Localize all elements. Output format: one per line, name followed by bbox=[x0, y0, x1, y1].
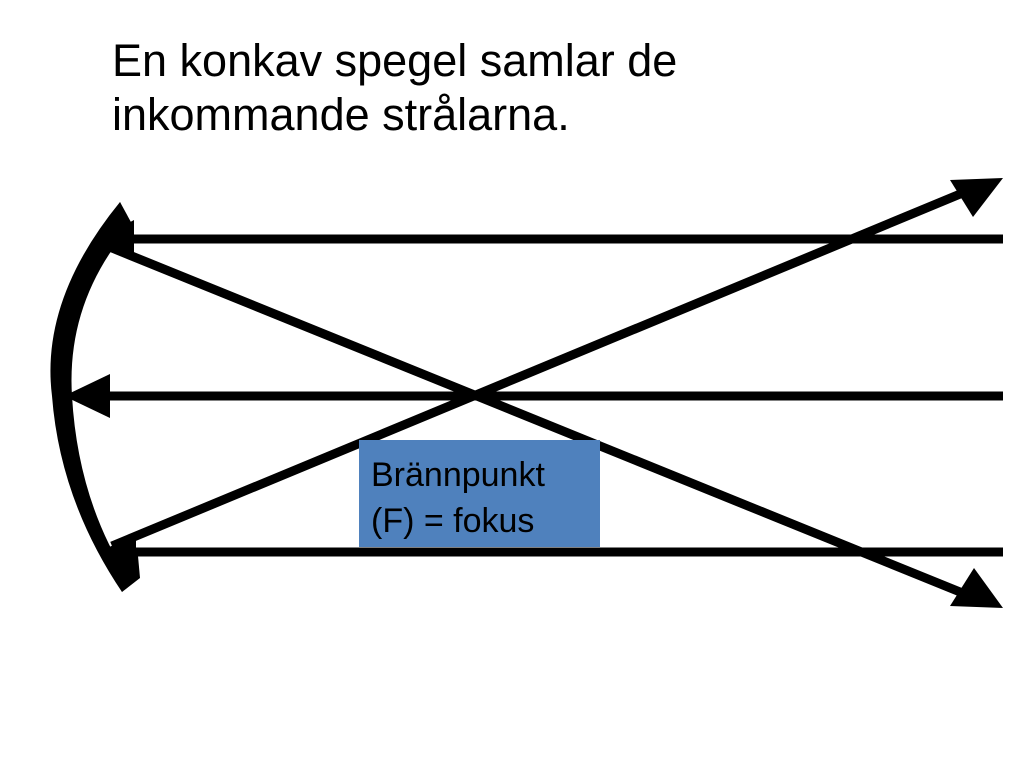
focus-label-box: Brännpunkt (F) = fokus bbox=[359, 440, 600, 547]
concave-mirror-icon bbox=[50, 202, 132, 592]
focus-label-line-2: (F) = fokus bbox=[371, 502, 535, 540]
arrowhead-icon-reflected-down bbox=[950, 568, 1003, 608]
arrowhead-icon-reflected-up bbox=[950, 178, 1003, 217]
title-line-1: En konkav spegel samlar de bbox=[112, 35, 678, 86]
arrowhead-icon-middle bbox=[64, 374, 110, 418]
focus-label-line-1: Brännpunkt bbox=[371, 456, 545, 494]
reflected-ray-descending bbox=[110, 243, 967, 599]
title-line-2: inkommande strålarna. bbox=[112, 89, 570, 140]
reflected-ray-ascending bbox=[110, 187, 967, 551]
slide-title: En konkav spegel samlar de inkommande st… bbox=[112, 34, 972, 142]
